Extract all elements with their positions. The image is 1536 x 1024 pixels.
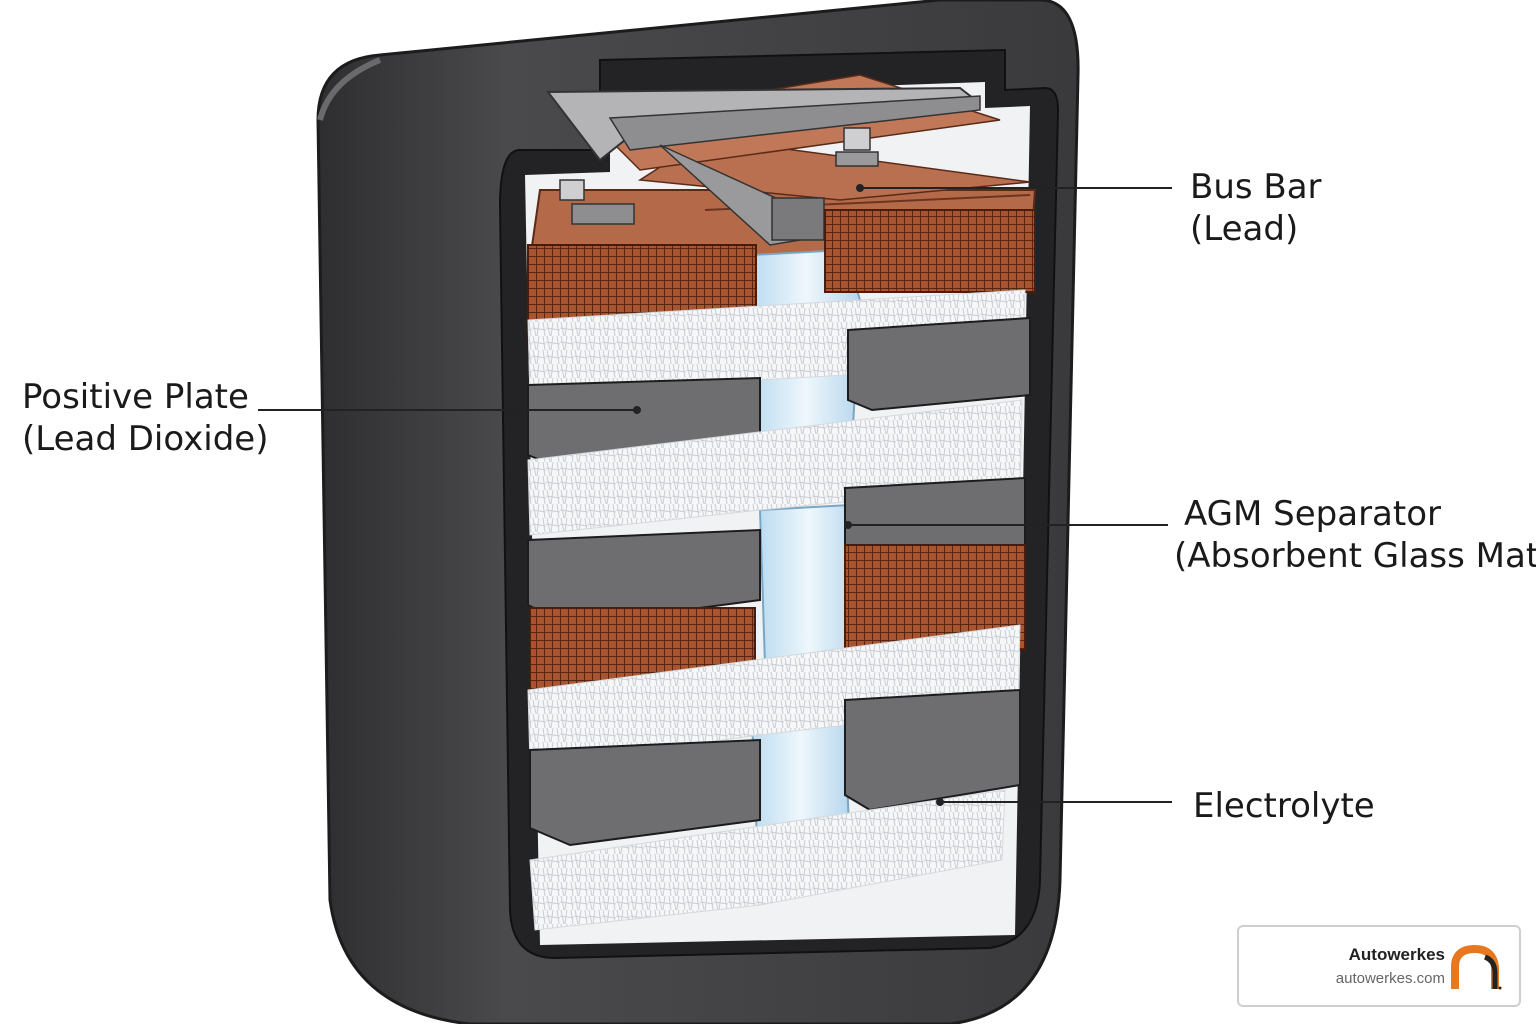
agm-separator-label: AGM Separator (Absorbent Glass Mat) bbox=[1174, 493, 1536, 577]
positive-plate bbox=[844, 688, 1021, 812]
bus-bar-label-line1: Bus Bar bbox=[1190, 167, 1322, 207]
positive-plate bbox=[847, 316, 1031, 412]
leader-lines bbox=[258, 184, 1172, 806]
positive-plate-label-line1: Positive Plate bbox=[22, 377, 249, 417]
positive-plate bbox=[529, 738, 761, 847]
brand-name: Autowerkes bbox=[1348, 945, 1445, 964]
bus-bar-leader-dot bbox=[856, 184, 864, 192]
negative-grid-block bbox=[824, 209, 1036, 293]
bus-bar-label-line2: (Lead) bbox=[1190, 209, 1299, 249]
electrolyte-label: Electrolyte bbox=[1193, 785, 1375, 827]
agm-separator-label-line2: (Absorbent Glass Mat) bbox=[1174, 536, 1536, 576]
brand-watermark: Autowerkes autowerkes.com bbox=[1237, 925, 1521, 1007]
brand-url: autowerkes.com bbox=[1335, 970, 1445, 987]
agm-separator-leader-dot bbox=[844, 521, 852, 529]
agm-separator-label-line1: AGM Separator bbox=[1184, 494, 1441, 534]
bus-bar bbox=[545, 86, 981, 246]
positive-plate-label: Positive Plate (Lead Dioxide) bbox=[22, 376, 268, 460]
positive-plate-leader-dot bbox=[633, 406, 641, 414]
cell-stack bbox=[527, 209, 1036, 931]
autowerkes-logo-icon bbox=[1451, 945, 1502, 990]
electrolyte-leader-dot bbox=[936, 798, 944, 806]
positive-plate-label-line2: (Lead Dioxide) bbox=[22, 419, 269, 459]
electrolyte-label-line1: Electrolyte bbox=[1193, 786, 1375, 826]
bus-bar-label: Bus Bar (Lead) bbox=[1190, 166, 1322, 250]
agm-separator-layer bbox=[529, 789, 1006, 931]
